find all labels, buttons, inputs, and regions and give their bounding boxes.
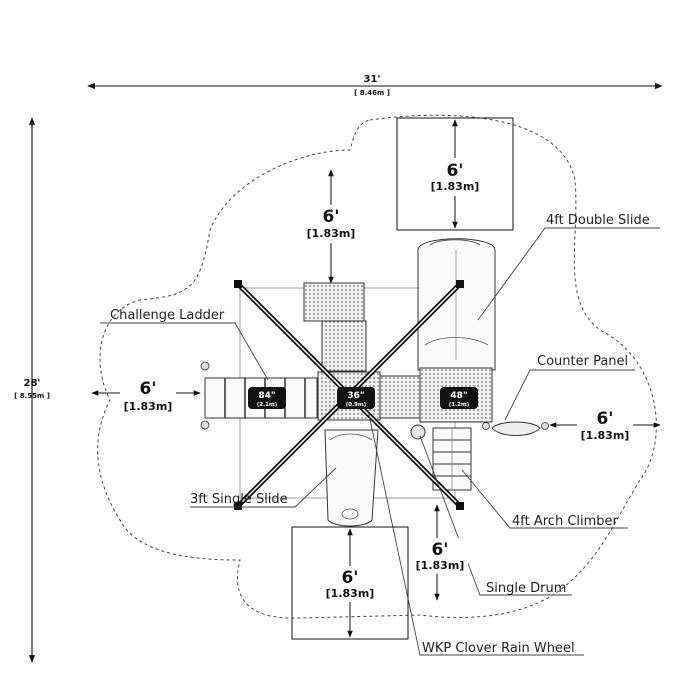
bottom-box-clearance-label: 6': [341, 568, 358, 588]
left-clearance-label: 6': [139, 379, 156, 399]
leader-lines: [100, 227, 660, 656]
double-slide: [417, 238, 496, 371]
bottom-clearance-box: [291, 526, 409, 640]
left-clearance-metric: [1.83m]: [124, 400, 173, 413]
overall-width-metric: [ 8.46m ]: [354, 89, 390, 97]
bottom-mid-clearance-label: 6': [431, 540, 448, 560]
single-drum: [410, 424, 426, 440]
platform-tag-48: 48" (1.2m): [440, 387, 478, 409]
platform-tag-84: 84" (2.1m): [248, 387, 286, 409]
platform-tag-36: 36" (0.9m): [337, 387, 375, 409]
top-box-clearance-metric: [1.83m]: [431, 180, 480, 193]
bottom-box-clearance-metric: [1.83m]: [326, 587, 375, 600]
callout-single-drum: Single Drum: [486, 581, 566, 596]
callout-challenge-ladder: Challenge Ladder: [110, 308, 225, 323]
right-clearance-metric: [1.83m]: [581, 429, 630, 442]
overall-depth-metric: [ 8.55m ]: [14, 392, 50, 400]
top-box-clearance-label: 6': [446, 161, 463, 181]
callout-counter-panel: Counter Panel: [537, 354, 628, 369]
callout-double-slide: 4ft Double Slide: [546, 213, 650, 228]
platform-tag-48-metric: (1.2m): [449, 402, 470, 408]
arch-climber: [432, 427, 472, 491]
platform-tag-36-metric: (0.9m): [346, 402, 367, 408]
platform-tag-36-height: 36": [347, 391, 364, 401]
overall-depth-label: 28': [24, 378, 41, 389]
top-deck: [303, 282, 367, 372]
counter-panel: [482, 421, 549, 436]
platform-tag-84-height: 84": [258, 391, 275, 401]
top-clearance-box: [396, 117, 514, 231]
top-mid-clearance-metric: [1.83m]: [307, 227, 356, 240]
overall-width-label: 31': [364, 74, 381, 85]
callout-arch-climber: 4ft Arch Climber: [512, 514, 619, 529]
platform-tag-84-metric: (2.1m): [257, 402, 278, 408]
bottom-mid-clearance-metric: [1.83m]: [416, 559, 465, 572]
platform-tag-48-height: 48": [450, 391, 467, 401]
single-slide: [324, 429, 379, 527]
right-clearance-label: 6': [596, 409, 613, 429]
top-mid-clearance-label: 6': [322, 207, 339, 227]
callout-rain-wheel: WKP Clover Rain Wheel: [422, 641, 575, 656]
callout-single-slide: 3ft Single Slide: [190, 492, 288, 507]
